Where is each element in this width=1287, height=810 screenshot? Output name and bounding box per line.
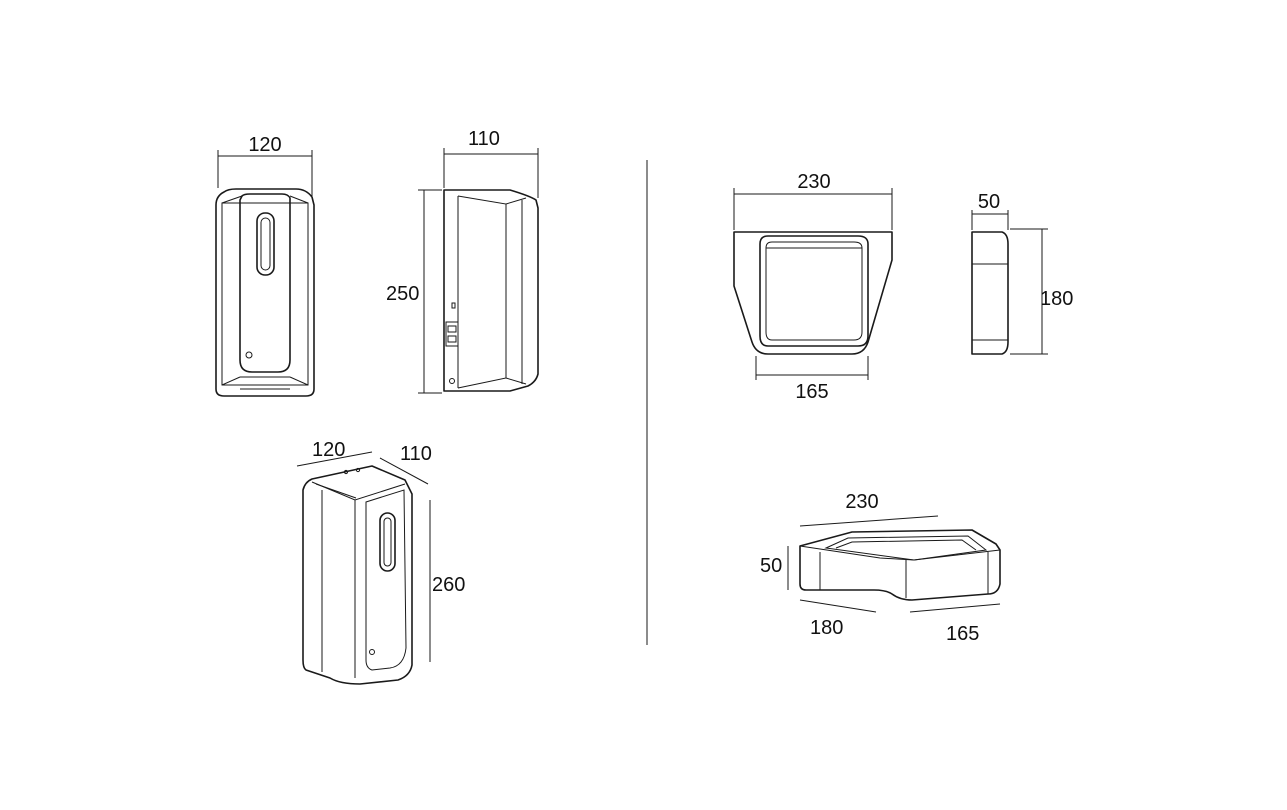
dim-front-width: 120 xyxy=(248,134,281,156)
dim-tray-width: 230 xyxy=(797,171,830,193)
dispenser-iso-view: 120 110 260 xyxy=(296,439,465,685)
dim-tray-iso-height: 50 xyxy=(760,555,782,577)
dim-iso-height: 260 xyxy=(432,574,465,596)
tray-top-view: 230 165 xyxy=(733,171,893,403)
dim-tray-iso-width: 230 xyxy=(845,491,878,513)
dim-tray-inner: 165 xyxy=(795,381,828,403)
dim-side-depth: 110 xyxy=(468,128,500,150)
dim-height: 250 xyxy=(386,283,419,305)
dim-iso-depth: 110 xyxy=(400,443,432,465)
dim-tray-iso-depth: 180 xyxy=(810,617,843,639)
tray-side-view: 50 180 xyxy=(971,191,1073,355)
tray-iso-view: 230 50 180 165 xyxy=(760,491,1001,645)
dispenser-side-view: 110 250 xyxy=(386,128,539,394)
dim-tray-iso-inner: 165 xyxy=(946,623,979,645)
dim-iso-width: 120 xyxy=(312,439,345,461)
dim-tray-depth: 180 xyxy=(1040,288,1073,310)
dim-tray-thickness: 50 xyxy=(978,191,1000,213)
dispenser-front-view: 120 xyxy=(215,134,315,397)
